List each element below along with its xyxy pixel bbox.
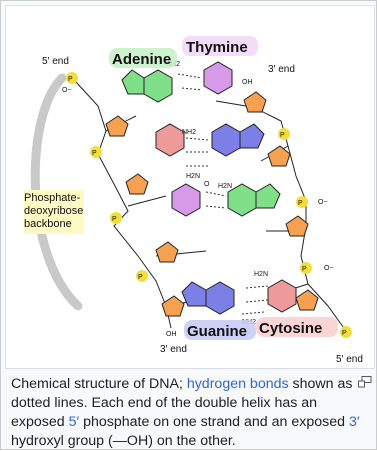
dna-structure-diagram: P P P P P P P P NH2 OH NH2 H2N O H2N H2N… [24, 36, 363, 365]
cytosine-ring-1 [155, 123, 185, 157]
cytosine-label: Cytosine [259, 320, 322, 337]
caption-text: hydroxyl group (—OH) on the other. [11, 433, 236, 449]
atom-p: P [68, 76, 73, 83]
atom-ominus: O− [62, 87, 72, 94]
atom-p: P [138, 274, 143, 281]
atom-nh2: NH2 [182, 129, 196, 136]
atom-p: P [112, 216, 117, 223]
adenine-label: Adenine [112, 51, 171, 68]
guanine-label-bg [184, 320, 256, 340]
five-end-top: 5′ end [42, 56, 69, 67]
five-prime-link[interactable]: 5′ [68, 414, 80, 430]
caption-text: shown as dotted lines. Each end of the d… [11, 376, 353, 430]
atom-p: P [280, 132, 285, 139]
thymine-label: Thymine [186, 39, 248, 56]
adenine-ring [143, 69, 173, 103]
atom-p: P [342, 330, 347, 337]
guanine-ring-2b [181, 281, 207, 307]
guanine-label: Guanine [187, 323, 247, 340]
adenine-label-bg [109, 48, 177, 68]
atom-ominus: O− [324, 265, 334, 272]
cytosine-label-bg [256, 317, 338, 337]
atom-p: P [92, 150, 97, 157]
three-end-top: 3′ end [268, 64, 295, 75]
backbone-label: Phosphate-deoxyribose backbone [24, 192, 84, 230]
hydrogen-bonds-link[interactable]: hydrogen bonds [186, 376, 289, 392]
atom-h2n: H2N [218, 183, 232, 190]
atom-oh: OH [242, 79, 253, 86]
atom-o: O [204, 181, 210, 188]
atom-h2n: H2N [254, 271, 268, 278]
dna-figure[interactable]: P P P P P P P P NH2 OH NH2 H2N O H2N H2N… [5, 5, 375, 369]
atom-oh: OH [166, 331, 177, 338]
atom-p: P [302, 266, 307, 273]
guanine-ring-1b [239, 123, 265, 149]
thymine-ring-2 [171, 183, 201, 217]
backbone-arc [30, 73, 83, 311]
adenine-ring-2 [227, 183, 257, 217]
thymine-label-bg [182, 36, 258, 56]
guanine-ring-1 [211, 123, 241, 157]
sugar-rings [105, 91, 319, 317]
backbone-label-bg [24, 190, 84, 234]
atom-h2n: H2N [186, 173, 200, 180]
five-end-bottom: 5′ end [336, 354, 363, 365]
backbone-label-wrapper: Phosphate-deoxyribose backbone [24, 192, 84, 230]
atom-ominus: O− [318, 199, 328, 206]
guanine-ring-2 [205, 281, 235, 315]
caption: Chemical structure of DNA; hydrogen bond… [11, 375, 361, 451]
caption-text: Chemical structure of DNA; [11, 376, 187, 392]
cytosine-ring-2 [267, 279, 297, 313]
caption-text: phosphate on one strand and an exposed [79, 414, 349, 430]
magnify-icon[interactable] [358, 376, 372, 388]
thymine-ring [203, 61, 233, 95]
three-end-bottom: 3′ end [160, 344, 187, 355]
three-prime-link[interactable]: 3′ [348, 414, 360, 430]
phosphate-groups [66, 72, 352, 338]
hydrogen-bonds [177, 73, 269, 315]
adenine-ring-5 [121, 69, 145, 95]
atom-p: P [298, 200, 303, 207]
adenine-ring-2b [255, 183, 281, 209]
